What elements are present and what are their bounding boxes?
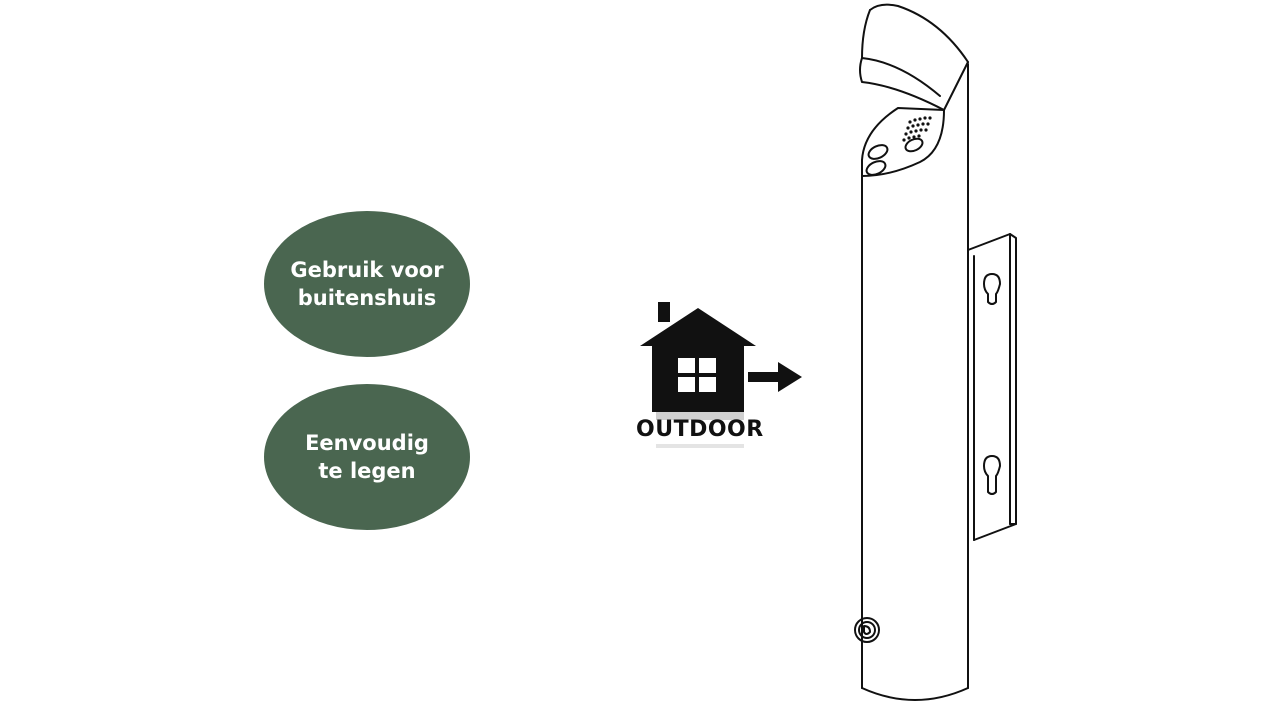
badge-line: Gebruik voor <box>290 258 444 282</box>
badge-line: buitenshuis <box>297 286 437 310</box>
badge-line: te legen <box>318 459 416 483</box>
feature-badge-easy-empty: Eenvoudig te legen <box>264 384 470 530</box>
feature-badge-outdoor-use: Gebruik voor buitenshuis <box>264 211 470 357</box>
wall-mounted-ashtray-icon <box>854 3 1017 701</box>
house-arrow-icon <box>640 302 802 448</box>
badge-line: Eenvoudig <box>305 431 429 455</box>
outdoor-label: OUTDOOR <box>636 417 764 442</box>
